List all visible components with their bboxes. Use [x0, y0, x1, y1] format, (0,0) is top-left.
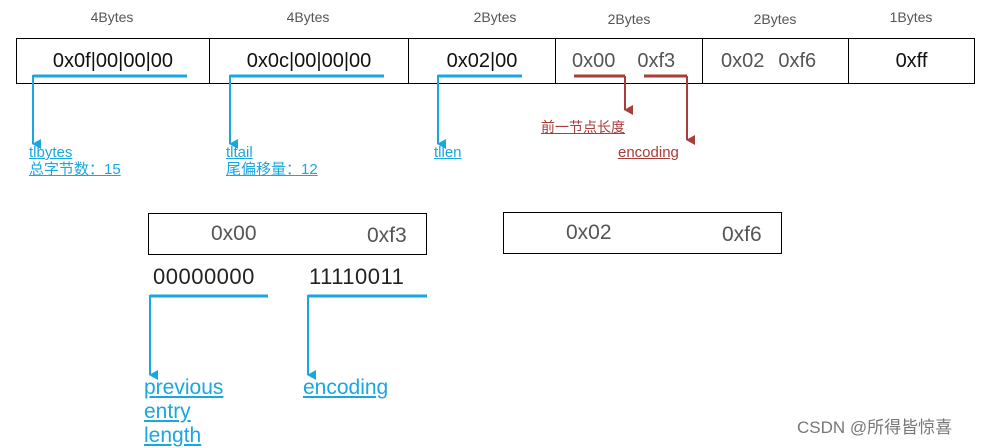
bits-prevlen: 00000000 [153, 264, 255, 289]
annotation-zlbytes-desc: 总字节数：15 [29, 161, 121, 178]
label-encoding: encoding [303, 376, 389, 399]
watermark: CSDN @所得皆惊喜 [797, 418, 953, 437]
bits-encoding: 11110011 [309, 264, 405, 289]
value-zllen: 0x02|00 [446, 49, 518, 72]
entry2-prevlen-value: 0x02 [721, 49, 765, 72]
size-label-zlend: 1Bytes [889, 9, 933, 25]
cell-entry2: 0x02 0xf6 [703, 39, 849, 83]
connector-bits-prev [149, 295, 268, 380]
value-zlbytes: 0x0f|00|00|00 [52, 49, 174, 72]
cell-zlend: 0xff [849, 39, 974, 83]
detail-entry2-a: 0x02 [566, 221, 612, 244]
entry1-prevlen-value: 0x00 [572, 49, 616, 72]
label-prev-line-2: entry [144, 400, 191, 423]
annotation-zllen: tllen [434, 144, 462, 161]
cell-zllen: 0x02|00 [409, 39, 556, 83]
size-label-entry1: 2Bytes [607, 11, 651, 27]
cell-entry1: 0x00 0xf3 [556, 39, 703, 83]
detail-entry1-b: 0xf3 [367, 224, 407, 247]
label-prev-line-3: length [144, 424, 202, 447]
label-previous-entry-length: previous entry length [144, 376, 223, 448]
annotation-encoding: encoding [618, 144, 679, 161]
cell-zltail: 0x0c|00|00|00 [210, 39, 409, 83]
connector-zlbytes [32, 75, 187, 149]
cell-zlbytes: 0x0f|00|00|00 [17, 39, 210, 83]
annotation-zltail-desc: 尾偏移量：12 [226, 161, 318, 178]
size-label-zltail: 4Bytes [286, 9, 330, 25]
connector-zltail [229, 75, 384, 149]
annotation-zltail: tltail 尾偏移量：12 [226, 144, 318, 178]
connector-zllen [437, 75, 522, 149]
size-label-entry2: 2Bytes [753, 11, 797, 27]
value-zlend: 0xff [895, 49, 928, 72]
detail-entry2-box: 0x02 0xf6 [503, 212, 782, 254]
detail-entry2-b: 0xf6 [722, 223, 762, 246]
connector-bits-encoding [307, 295, 427, 380]
entry1-encoding-value: 0xf3 [637, 49, 676, 72]
value-zltail: 0x0c|00|00|00 [246, 49, 372, 72]
annotation-zlbytes: tlbytes 总字节数：15 [29, 144, 121, 178]
detail-entry1-box: 0x00 0xf3 [148, 213, 427, 255]
label-prev-line-1: previous [144, 376, 224, 399]
size-label-zllen: 2Bytes [473, 9, 517, 25]
detail-entry1-a: 0x00 [211, 222, 257, 245]
annotation-zltail-name: tltail [226, 144, 253, 161]
annotation-prevlen: 前一节点长度 [541, 119, 625, 135]
annotation-zlbytes-name: tlbytes [29, 144, 73, 161]
size-label-zlbytes: 4Bytes [90, 9, 134, 25]
entry2-encoding-value: 0xf6 [778, 49, 817, 72]
